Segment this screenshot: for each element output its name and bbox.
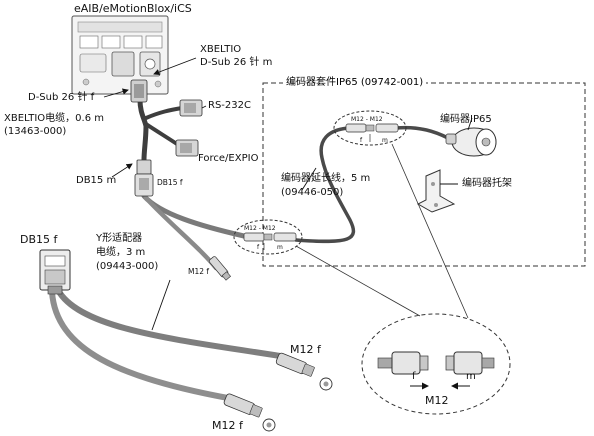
force-expio-branch bbox=[144, 122, 182, 148]
zoom-f-label: f bbox=[412, 371, 416, 382]
encoder-ip65 bbox=[445, 127, 497, 157]
y-adapter-to-mid-coupler bbox=[141, 193, 247, 239]
encoder-ip65-label: 编码器IP65 bbox=[440, 114, 492, 125]
encoder-pointer bbox=[467, 117, 473, 131]
db15f-big-connector bbox=[39, 249, 71, 295]
encoder-extension-cable bbox=[294, 126, 356, 244]
m12f-upper-connector bbox=[275, 352, 315, 377]
y-adapter-partno: (09443-000) bbox=[96, 261, 159, 272]
encoder-extension-label: 编码器延长线，5 m bbox=[281, 173, 371, 184]
force-expio-connector bbox=[175, 139, 199, 157]
y-adapter-to-m12f-small bbox=[143, 195, 219, 271]
m12f-small-connector bbox=[208, 256, 232, 281]
db15-pair-connector bbox=[134, 159, 154, 197]
encoder-bracket bbox=[416, 169, 456, 213]
force-expio-label: Force/EXPIO bbox=[198, 153, 259, 164]
rs232-branch bbox=[144, 106, 184, 120]
y-adapter-label-1: Y形适配器 bbox=[96, 233, 143, 244]
big-y-lower-branch bbox=[49, 289, 231, 401]
encoder-lead-cable bbox=[394, 125, 450, 140]
encoder-kit-title: 编码器套件IP65 (09742-001) bbox=[283, 77, 427, 89]
encoder-extension-partno: (09446-050) bbox=[281, 187, 344, 198]
xbeltio-cable-label: XBELTIO电缆，0.6 m bbox=[4, 113, 104, 124]
dsub26-connector bbox=[130, 79, 148, 103]
rs232c-pointer bbox=[201, 105, 207, 109]
db15m-trunk bbox=[141, 123, 149, 163]
mid-m12m12-label: M12 - M12 bbox=[244, 225, 276, 232]
controller-title: eAIB/eMotionBlox/iCS bbox=[74, 2, 192, 15]
m12-zoom-detail bbox=[295, 143, 511, 415]
zoom-m-label: m bbox=[466, 371, 476, 382]
encoder-bracket-label: 编码器托架 bbox=[462, 178, 512, 189]
big-y-upper-branch bbox=[55, 287, 283, 359]
mid-m-label: m bbox=[277, 244, 283, 251]
db15f-small-label: DB15 f bbox=[157, 178, 183, 187]
mid-f-label: f bbox=[257, 244, 260, 251]
zoom-line-from-box bbox=[391, 143, 469, 319]
mid-m12-coupler bbox=[233, 219, 303, 255]
box-m12m12-label: M12 - M12 bbox=[351, 116, 383, 123]
xbeltio-connector-label: XBELTIO bbox=[200, 44, 242, 55]
controller-unit bbox=[71, 15, 169, 95]
db15m-arrow bbox=[111, 163, 133, 178]
db15f-big-label: DB15 f bbox=[20, 233, 58, 246]
xbeltio-cable-partno: (13463-000) bbox=[4, 126, 67, 137]
y-adapter-label-2: 电缆，3 m bbox=[96, 247, 146, 258]
xbeltio-cable bbox=[137, 97, 149, 129]
m12f-upper-label: M12 f bbox=[290, 343, 321, 356]
dsub26f-label: D-Sub 26 针 f bbox=[28, 92, 95, 103]
m12f-small-label: M12 f bbox=[188, 267, 210, 276]
box-m12-coupler bbox=[333, 110, 407, 146]
box-f-label: f bbox=[360, 137, 363, 144]
ext-cable-pointer bbox=[301, 167, 317, 191]
zoom-line-from-mid bbox=[295, 245, 421, 317]
m12f-lower-label: M12 f bbox=[212, 419, 243, 432]
y-adapter-pointer bbox=[151, 279, 171, 331]
m12f-lower-connector bbox=[223, 393, 263, 418]
db15m-label: DB15 m bbox=[76, 175, 117, 186]
xbeltio-connector-type-label: D-Sub 26 针 m bbox=[200, 57, 273, 68]
pointer-lines bbox=[103, 57, 473, 331]
rs232c-label: RS-232C bbox=[208, 100, 251, 111]
rs232c-connector bbox=[179, 99, 203, 117]
zoom-m12-label: M12 bbox=[425, 394, 449, 407]
dsub26f-arrow bbox=[103, 88, 129, 98]
xbeltio-arrow bbox=[153, 57, 197, 76]
box-m-label: m bbox=[382, 137, 388, 144]
